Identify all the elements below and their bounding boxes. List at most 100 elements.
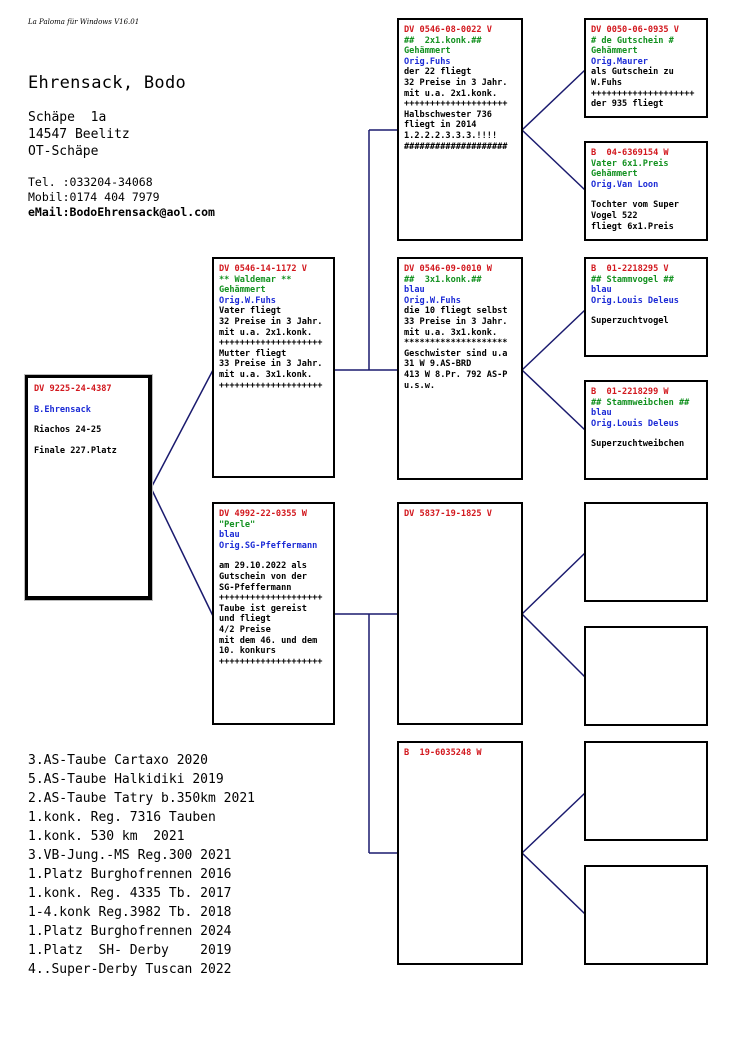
email: eMail:BodoEhrensack@aol.com — [28, 205, 215, 219]
mobile: Mobil:0174 404 7979 — [28, 190, 160, 204]
pigeon-info-line: ++++++++++++++++++++ — [219, 656, 323, 667]
pigeon-info-line: 31 W 9.AS-BRD — [404, 359, 472, 370]
pigeon-info-line: 33 Preise in 3 Jahr. — [219, 359, 323, 370]
pigeon-mm-mother[interactable] — [584, 865, 708, 965]
ring-number: DV 0546-08-0022 V — [404, 25, 492, 35]
pigeon-info-line: blau — [591, 285, 612, 296]
pigeon-info-line: der 935 fliegt — [591, 99, 664, 110]
pigeon-info-line: 33 Preise in 3 Jahr. — [404, 316, 508, 327]
pigeon-info-line: als Gutschein zu — [591, 67, 674, 78]
pigeon-info-line: am 29.10.2022 als — [219, 561, 307, 572]
pigeon-info-line: W.Fuhs — [591, 77, 623, 88]
pigeon-mm-father[interactable] — [584, 741, 708, 841]
ring-number: DV 0050-06-0935 V — [591, 25, 679, 35]
pigeon-mother-mother[interactable]: B 19-6035248 W — [397, 741, 523, 965]
pigeon-info-line: fliegt in 2014 — [404, 120, 477, 131]
pigeon-father[interactable]: DV 0546-14-1172 V** Waldemar **Gehämmert… — [212, 257, 335, 478]
pigeon-info-line: mit u.a. 2x1.konk. — [404, 88, 498, 99]
pigeon-info-line: ******************** — [404, 338, 508, 349]
pigeon-info-line: ## Stammweibchen ## — [591, 397, 690, 408]
pigeon-info-line: #################### — [404, 141, 508, 152]
box-spacer — [591, 190, 701, 200]
ring-number: B 01-2218295 V — [591, 264, 669, 274]
pigeon-info-line: mit u.a. 3x1.konk. — [404, 327, 498, 338]
pigeon-ff-father[interactable]: DV 0050-06-0935 V# de Gutschein #Gehämme… — [584, 18, 708, 118]
address-street: Schäpe 1a — [28, 110, 107, 125]
achievements-list: 3.AS-Taube Cartaxo 2020 5.AS-Taube Halki… — [28, 751, 255, 979]
achievement-item: 3.VB-Jung.-MS Reg.300 2021 — [28, 848, 232, 863]
owner-contact: Tel. :033204-34068 Mobil:0174 404 7979 e… — [28, 175, 215, 220]
ring-number: DV 0546-09-0010 W — [404, 264, 492, 274]
achievement-item: 1.konk. Reg. 7316 Tauben — [28, 810, 216, 825]
pigeon-info-line: Halbschwester 736 — [404, 109, 492, 120]
box-spacer — [34, 436, 142, 446]
achievement-item: 1.konk. Reg. 4335 Tb. 2017 — [28, 886, 232, 901]
box-spacer — [34, 395, 142, 405]
pigeon-mf-mother[interactable] — [584, 626, 708, 726]
pigeon-father-father[interactable]: DV 0546-08-0022 V## 2x1.konk.##Gehämmert… — [397, 18, 523, 241]
pigeon-info-line: 4/2 Preise — [219, 624, 271, 635]
connector-main-father — [150, 369, 214, 489]
pigeon-info-line: ++++++++++++++++++++ — [591, 88, 695, 99]
pigeon-info-line: ** Waldemar ** — [219, 274, 292, 285]
owner-name: Ehrensack, Bodo — [28, 73, 187, 93]
pigeon-info-line: Mutter fliegt — [219, 348, 287, 359]
pigeon-info-line: Orig.W.Fuhs — [219, 295, 276, 306]
app-title: La Paloma für Windows V16.01 — [28, 18, 140, 26]
pigeon-info-line: blau — [591, 408, 612, 419]
pigeon-info-line: mit dem 46. und dem — [219, 635, 318, 646]
ring-number: DV 0546-14-1172 V — [219, 264, 307, 274]
ring-number: B 04-6369154 W — [591, 148, 669, 158]
pigeon-info-line: 1.2.2.2.3.3.3.!!!! — [404, 130, 498, 141]
pigeon-info-line: ++++++++++++++++++++ — [219, 593, 323, 604]
box-spacer — [34, 415, 142, 425]
pigeon-mf-father[interactable] — [584, 502, 708, 602]
pigeon-info-line: 32 Preise in 3 Jahr. — [219, 316, 323, 327]
box-spacer — [219, 551, 328, 561]
pigeon-info-line: Orig.W.Fuhs — [404, 295, 461, 306]
pigeon-info-line: ## 2x1.konk.## — [404, 35, 482, 46]
pigeon-info-line: Orig.Louis Deleus — [591, 418, 679, 429]
pigeon-info-line: Gehämmert — [591, 46, 638, 57]
achievement-item: 1.Platz SH- Derby 2019 — [28, 943, 232, 958]
pigeon-info-line: ++++++++++++++++++++ — [219, 338, 323, 349]
ring-number: DV 9225-24-4387 — [34, 384, 112, 394]
pigeon-info-line: B.Ehrensack — [34, 404, 91, 415]
pigeon-info-line: mit u.a. 2x1.konk. — [219, 327, 313, 338]
achievement-item: 1-4.konk Reg.3982 Tb. 2018 — [28, 905, 232, 920]
pigeon-info-line: "Perle" — [219, 519, 256, 530]
achievement-item: 1.Platz Burghofrennen 2016 — [28, 867, 232, 882]
pigeon-info-line: Riachos 24-25 — [34, 425, 102, 436]
pigeon-info-line: mit u.a. 3x1.konk. — [219, 369, 313, 380]
ring-number: B 19-6035248 W — [404, 748, 482, 758]
pigeon-info-line: ## 3x1.konk.## — [404, 274, 482, 285]
pigeon-info-line: ## Stammvogel ## — [591, 274, 674, 285]
pigeon-info-line: Superzuchtweibchen — [591, 439, 685, 450]
pigeon-info-line: 32 Preise in 3 Jahr. — [404, 77, 508, 88]
pigeon-info-line: SG-Pfeffermann — [219, 582, 292, 593]
pigeon-info-line: Gehämmert — [219, 285, 266, 296]
pigeon-info-line: Gutschein von der — [219, 571, 307, 582]
pigeon-mother-father[interactable]: DV 5837-19-1825 V — [397, 502, 523, 725]
pigeon-info-line: Superzuchtvogel — [591, 316, 669, 327]
pigeon-info-line: Vater fliegt — [219, 306, 282, 317]
pigeon-info-line: Vogel 522 — [591, 210, 638, 221]
achievement-item: 3.AS-Taube Cartaxo 2020 — [28, 753, 209, 768]
pigeon-info-line: der 22 fliegt — [404, 67, 472, 78]
pigeon-info-line: Finale 227.Platz — [34, 445, 117, 456]
pigeon-info-line: Orig.Van Loon — [591, 179, 659, 190]
pigeon-info-line: Orig.SG-Pfeffermann — [219, 540, 318, 551]
achievement-item: 2.AS-Taube Tatry b.350km 2021 — [28, 791, 255, 806]
address-city: 14547 Beelitz — [28, 127, 130, 142]
ring-number: B 01-2218299 W — [591, 387, 669, 397]
box-spacer — [591, 429, 701, 439]
pigeon-info-line: fliegt 6x1.Preis — [591, 221, 674, 232]
pigeon-info-line: Gehämmert — [404, 46, 451, 57]
